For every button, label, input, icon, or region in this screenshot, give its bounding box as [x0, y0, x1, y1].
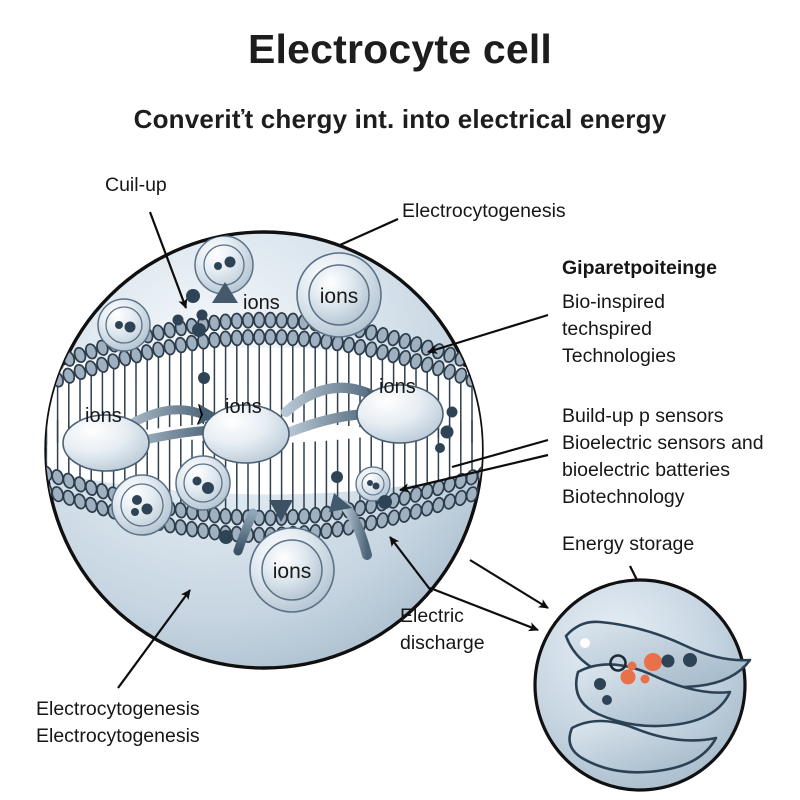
label-coil-up: Cuil-up — [105, 174, 167, 196]
eel-illustration — [564, 620, 752, 774]
label-bioelectric-block: Build-up p sensors Bioelectric sensors a… — [562, 405, 764, 508]
label-membrane-ion-1: ions — [85, 405, 122, 427]
vesicle-small-top-middle — [194, 235, 254, 295]
label-right-heading: Giparetpoiteinge — [562, 257, 717, 279]
free-ion-dots-upper — [172, 289, 208, 337]
leader-bioelectric-2 — [399, 453, 549, 493]
vesicle-lower-left-2 — [175, 455, 231, 511]
membrane-ion-ellipse-1 — [62, 414, 150, 472]
membrane-ion-ellipse-2 — [202, 404, 290, 464]
page-subtitle: Converiťt chergy int. into electrical en… — [133, 104, 667, 134]
label-electric-discharge: Electric discharge — [400, 605, 485, 654]
label-ion-arrow: ions — [243, 292, 280, 314]
page-title: Electrocyte cell — [247, 26, 553, 72]
ion-flow-stroke — [233, 508, 258, 556]
electric-eel-inset — [533, 578, 752, 792]
vesicle-lower-left — [111, 474, 173, 536]
label-electrocytogenesis-top: Electrocytogenesis — [402, 200, 566, 222]
membrane-heads-inner-upper — [46, 328, 482, 392]
label-bottom-left: Electrocytogenesis Electrocytogenesis — [36, 698, 200, 747]
discharge-curved-arrow — [329, 493, 372, 560]
leader-electric-discharge — [389, 536, 433, 593]
leader-bioelectric — [451, 438, 549, 469]
ion-down-arrow — [269, 470, 293, 522]
vesicle-tiny-right — [355, 466, 391, 502]
vesicle-ions-lower: ions — [249, 527, 335, 613]
vesicle-ions-upper-right: ions — [296, 252, 382, 338]
ion-up-arrow — [212, 282, 238, 333]
leader-to-inset-2 — [469, 559, 549, 609]
vesicle-ions-upper-right-label: ions — [320, 285, 359, 308]
label-membrane-ion-3: ions — [379, 376, 416, 398]
label-energy-storage: Energy storage — [562, 533, 695, 555]
membrane-ion-ellipse-3 — [356, 384, 444, 444]
leader-coil-up — [148, 211, 188, 309]
free-ion-dots-lower — [219, 471, 392, 544]
free-ion-dots-membrane — [198, 372, 458, 453]
leader-bottom-left — [117, 589, 191, 689]
leader-bio-inspired — [427, 313, 549, 354]
leader-electrocytogenesis-top — [339, 217, 399, 247]
eel-charge-dots — [594, 653, 697, 705]
leader-to-inset-1 — [429, 586, 539, 632]
eel-eye — [580, 638, 590, 648]
label-bio-inspired-block: Bio-inspired techspired Technologies — [562, 291, 676, 367]
label-membrane-ion-2: ions — [225, 396, 262, 418]
cell-interior-contents: ions — [97, 235, 392, 613]
vesicle-ions-lower-label: ions — [273, 560, 312, 583]
vesicle-small-upper-left — [97, 298, 151, 352]
